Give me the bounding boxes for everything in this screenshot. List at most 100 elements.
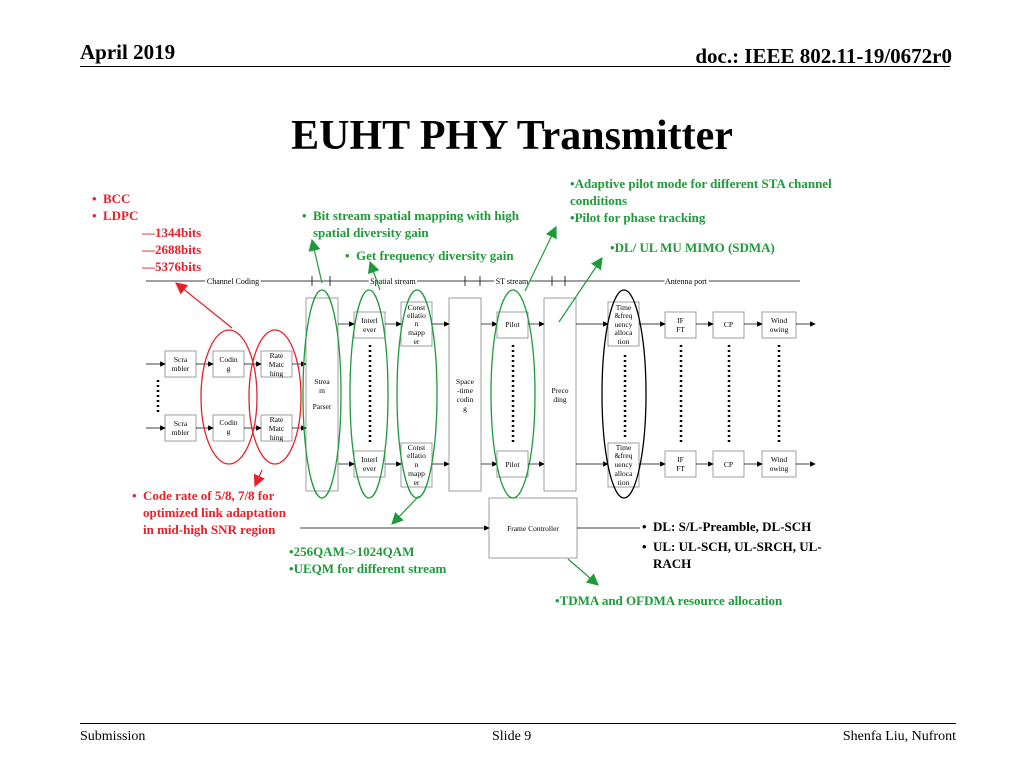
rate-label-1b: Matc xyxy=(269,360,285,369)
header-rule xyxy=(80,66,950,67)
code-rate-note: Code rate of 5/8, 7/8 for optimized link… xyxy=(132,487,293,538)
ifft-label-1a: IF xyxy=(677,316,684,325)
coding-sub-item: —5376bits xyxy=(142,259,202,274)
frame-notes: DL: S/L-Preamble, DL-SCH UL: UL-SCH, UL-… xyxy=(642,518,853,573)
mimo-note: •DL/ UL MU MIMO (SDMA) xyxy=(610,240,775,255)
footer-rule xyxy=(80,723,956,724)
precoding-label-b: ding xyxy=(553,395,567,404)
coding-notes: BCC LDPC —1344bits —2688bits —5376bits xyxy=(92,190,202,275)
section-label-st-stream: ST stream xyxy=(496,277,529,286)
coding-label-2b: g xyxy=(227,427,231,436)
tf-label-2e: tion xyxy=(618,478,630,487)
constellation-mapper-block-1 xyxy=(400,301,433,347)
pilot-highlight-ellipse xyxy=(490,289,536,499)
interleaver-label-1b: ever xyxy=(363,325,376,334)
ifft-label-2a: IF xyxy=(677,455,684,464)
tf-label-1c: uency xyxy=(615,320,633,329)
freq-diversity-note: Get frequency diversity gain xyxy=(345,247,514,264)
coding-label-1a: Codin xyxy=(219,355,238,364)
precoding-label-a: Preco xyxy=(551,386,568,395)
const-label-2d: mapp xyxy=(408,469,425,478)
pilot-block-2 xyxy=(496,450,529,478)
cp-block-1 xyxy=(712,311,745,339)
section-axis xyxy=(146,276,800,286)
qam-note-item: •256QAM->1024QAM xyxy=(289,544,415,559)
mimo-note-arrow xyxy=(558,257,603,323)
rate-matching-block-2 xyxy=(260,414,293,442)
const-label-1e: er xyxy=(414,337,420,346)
interleaver-block-2 xyxy=(353,450,386,478)
coding-block-1 xyxy=(212,350,245,378)
windowing-label-1a: Wind xyxy=(771,316,788,325)
pilot-note-item: •Pilot for phase tracking xyxy=(570,210,706,225)
qam-note-item: •UEQM for different stream xyxy=(289,561,447,576)
rate-label-1c: hing xyxy=(270,369,284,378)
time-freq-highlight-ellipse xyxy=(601,289,647,499)
rate-label-2a: Rate xyxy=(270,415,284,424)
precoding-block xyxy=(543,297,577,492)
scrambler-label-2b: mbler xyxy=(172,428,190,437)
section-label-channel-coding: Channel Coding xyxy=(207,277,259,286)
tf-label-1d: alloca xyxy=(615,328,634,337)
windowing-block-2 xyxy=(761,450,797,478)
windowing-label-2a: Wind xyxy=(771,455,788,464)
rate-matching-highlight-ellipse xyxy=(248,329,302,465)
ifft-label-2b: FT xyxy=(676,464,685,473)
ifft-label-1b: FT xyxy=(676,325,685,334)
rate-label-2c: hing xyxy=(270,433,284,442)
footer-slide-number: Slide 9 xyxy=(492,729,532,744)
tf-label-1b: &freq xyxy=(615,311,633,320)
tf-label-2b: &freq xyxy=(615,451,633,460)
pilot-block-1 xyxy=(496,311,529,339)
const-label-1b: ellatio xyxy=(407,311,426,320)
stream-parser-highlight-ellipse xyxy=(302,289,342,499)
code-rate-note-arrow xyxy=(253,469,265,488)
frame-controller-block xyxy=(488,497,578,559)
footer-submission: Submission xyxy=(80,729,146,744)
tf-label-2d: alloca xyxy=(615,469,634,478)
interleaver-highlight-ellipse xyxy=(349,289,389,499)
section-label-antenna-port: Antenna port xyxy=(665,277,708,286)
cp-block-2 xyxy=(712,450,745,478)
const-label-2b: ellatio xyxy=(407,451,426,460)
tf-label-1a: Time xyxy=(616,303,632,312)
const-label-1c: n xyxy=(415,319,419,328)
time-freq-block-2 xyxy=(607,442,640,488)
const-label-1a: Const xyxy=(408,303,426,312)
bit-stream-note: Bit stream spatial mapping with high spa… xyxy=(302,207,553,241)
time-freq-block-1 xyxy=(607,301,640,347)
stc-label-b: -time xyxy=(457,386,473,395)
stc-label-c: codin xyxy=(457,395,474,404)
const-label-2a: Const xyxy=(408,443,426,452)
cp-label-2: CP xyxy=(724,460,733,469)
freq-note-arrow xyxy=(367,260,381,291)
pilot-note-item: •Adaptive pilot mode for different STA c… xyxy=(570,176,832,208)
rate-label-2b: Matc xyxy=(269,424,285,433)
header-doc-id: doc.: IEEE 802.11-19/0672r0 xyxy=(695,44,952,68)
interleaver-label-1a: Interl xyxy=(361,316,377,325)
slide-title: EUHT PHY Transmitter xyxy=(291,113,733,159)
footer-author: Shenfa Liu, Nufront xyxy=(842,729,956,744)
scrambler-label-1b: mbler xyxy=(172,364,190,373)
qam-notes: •256QAM->1024QAM •UEQM for different str… xyxy=(289,543,446,577)
const-label-2e: er xyxy=(414,478,420,487)
stc-label-a: Space xyxy=(456,377,475,386)
coding-label-2a: Codin xyxy=(219,418,238,427)
cp-label-1: CP xyxy=(724,320,733,329)
qam-note-arrow xyxy=(391,495,420,525)
coding-sub-item: —2688bits xyxy=(142,242,202,257)
windowing-label-2b: owing xyxy=(770,464,789,473)
tf-label-2c: uency xyxy=(615,460,633,469)
scrambler-label-1a: Scra xyxy=(174,355,188,364)
stc-label-d: g xyxy=(463,404,467,413)
tf-label-2a: Time xyxy=(616,443,632,452)
coding-note-item: LDPC xyxy=(92,207,201,224)
tdma-note: •TDMA and OFDMA resource allocation xyxy=(555,593,783,608)
windowing-label-1b: owing xyxy=(770,325,789,334)
interleaver-label-2a: Interl xyxy=(361,455,377,464)
coding-label-1b: g xyxy=(227,364,231,373)
coding-note-arrow xyxy=(175,282,233,329)
frame-controller-label: Frame Controller xyxy=(507,524,559,533)
rate-label-1a: Rate xyxy=(270,351,284,360)
